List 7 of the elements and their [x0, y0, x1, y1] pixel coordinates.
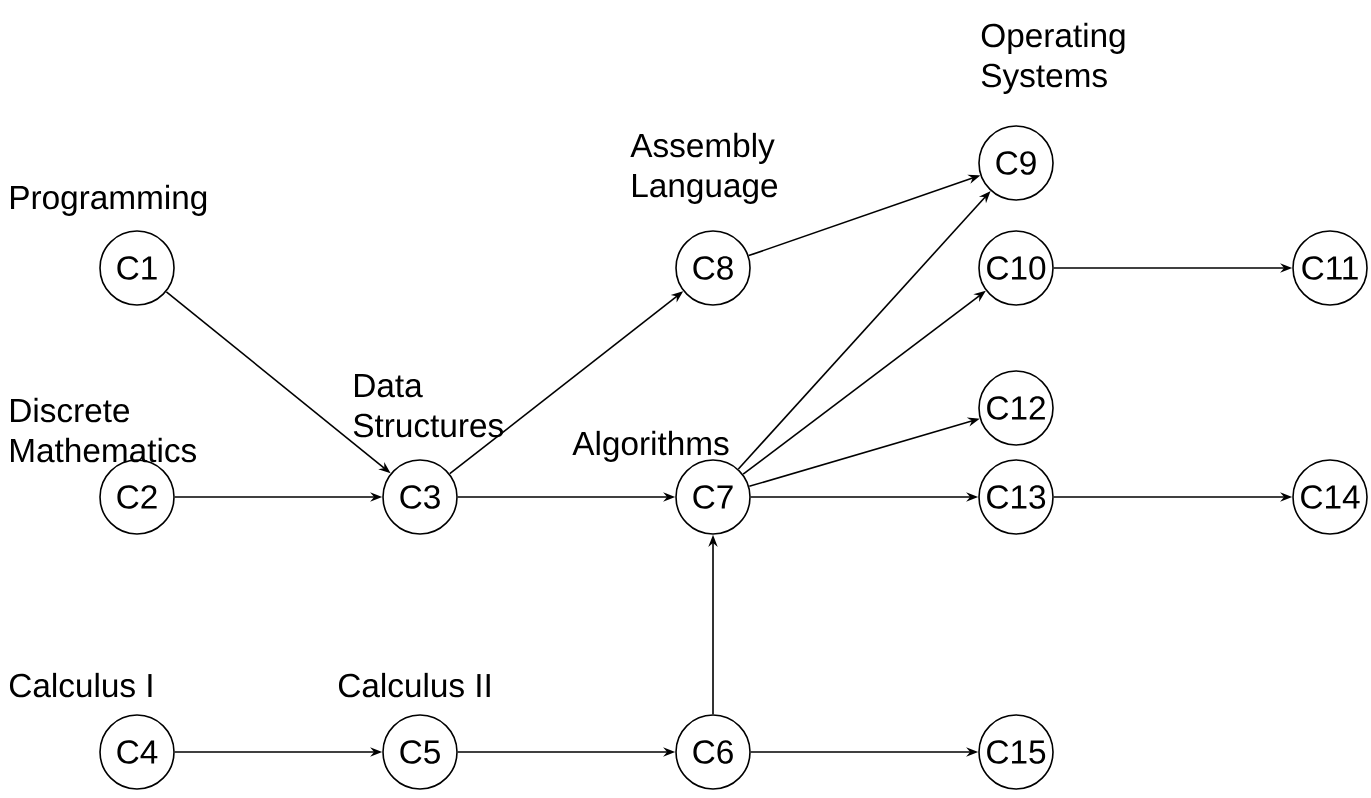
- course-label: Calculus II: [338, 672, 490, 698]
- course-label: Algorithms: [572, 430, 729, 462]
- course-label: Operating Systems: [981, 22, 1125, 94]
- course-label: Data Structures: [353, 374, 503, 438]
- course-label: Programming: [11, 184, 207, 216]
- course-label: Calculus I: [9, 672, 152, 698]
- course-label: Assembly Language: [630, 132, 778, 204]
